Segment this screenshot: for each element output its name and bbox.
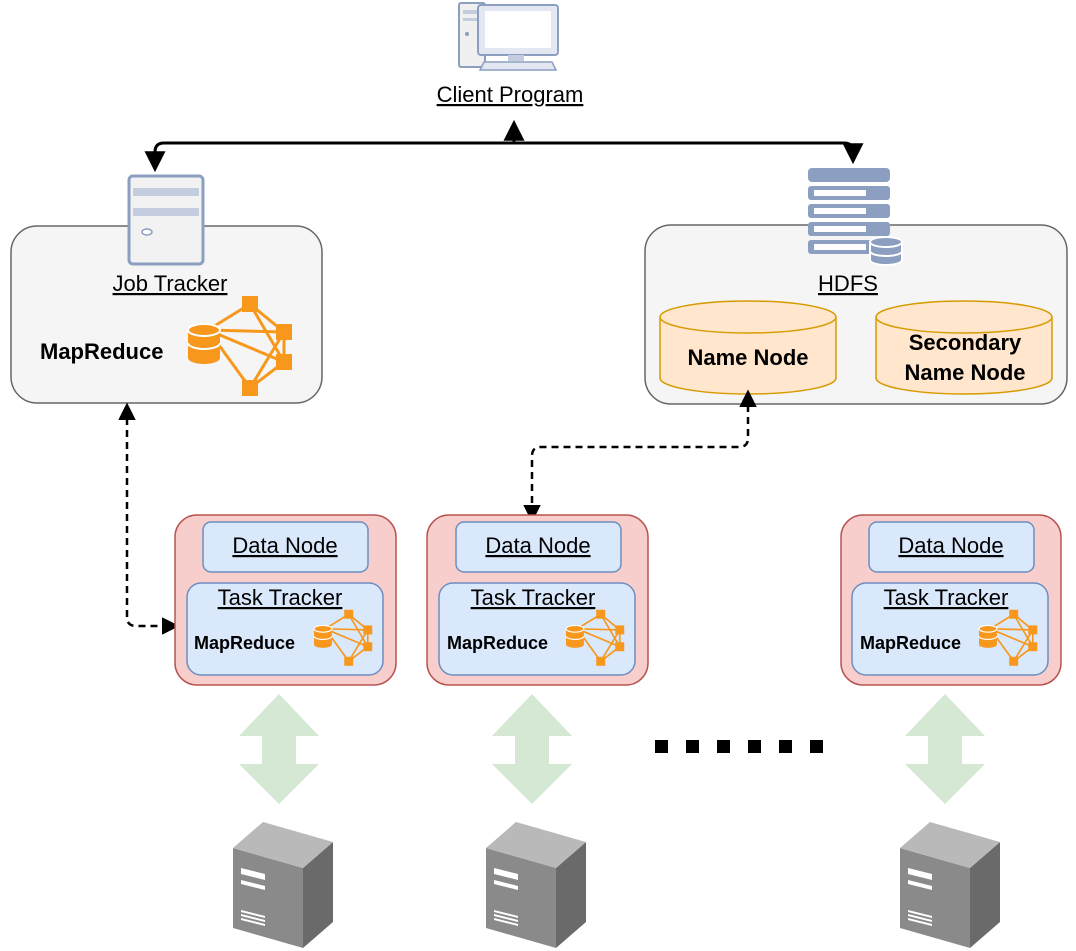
server-rack-icon[interactable] [808,168,903,266]
secondary-name-node-label-2: Name Node [904,360,1025,385]
worker-node-1 [174,514,397,686]
hdfs-label[interactable]: HDFS [818,271,878,296]
double-arrow-icon [492,694,572,804]
task-mapreduce-label: MapReduce [860,633,961,653]
name-node-label: Name Node [687,345,808,370]
worker-node-2 [426,514,649,686]
secondary-name-node-cylinder[interactable] [875,300,1053,395]
double-arrow-icon [239,694,319,804]
ellipsis-dots [655,740,823,753]
job-tracker-label[interactable]: Job Tracker [113,271,228,296]
data-node-label: Data Node [232,533,337,558]
client-connector [144,119,864,173]
task-tracker-box[interactable] [438,582,636,676]
task-tracker-label: Task Tracker [471,585,596,610]
task-tracker-box[interactable] [186,582,384,676]
job-tracker-mapreduce-label: MapReduce [40,339,163,364]
name-node-data-node-connector [523,389,757,523]
double-arrow-icon [905,694,985,804]
client-program-label[interactable]: Client Program [437,82,584,107]
task-mapreduce-label: MapReduce [194,633,295,653]
data-node-label: Data Node [898,533,1003,558]
name-node-cylinder[interactable] [659,300,837,395]
task-tracker-label: Task Tracker [218,585,343,610]
computer-icon[interactable] [458,2,559,71]
task-mapreduce-label: MapReduce [447,633,548,653]
data-node-box[interactable] [455,521,622,573]
data-node-box[interactable] [868,521,1035,573]
worker-node-3 [840,514,1062,686]
server-tower-icon[interactable] [127,174,205,266]
server-box-icon[interactable] [900,822,1000,948]
secondary-name-node-label-1: Secondary [909,330,1022,355]
data-node-box[interactable] [202,521,369,573]
server-box-icon[interactable] [233,822,333,948]
task-tracker-box[interactable] [851,582,1049,676]
data-node-label: Data Node [485,533,590,558]
job-tracker-task-tracker-connector [118,402,180,635]
server-box-icon[interactable] [486,822,586,948]
task-tracker-label: Task Tracker [884,585,1009,610]
